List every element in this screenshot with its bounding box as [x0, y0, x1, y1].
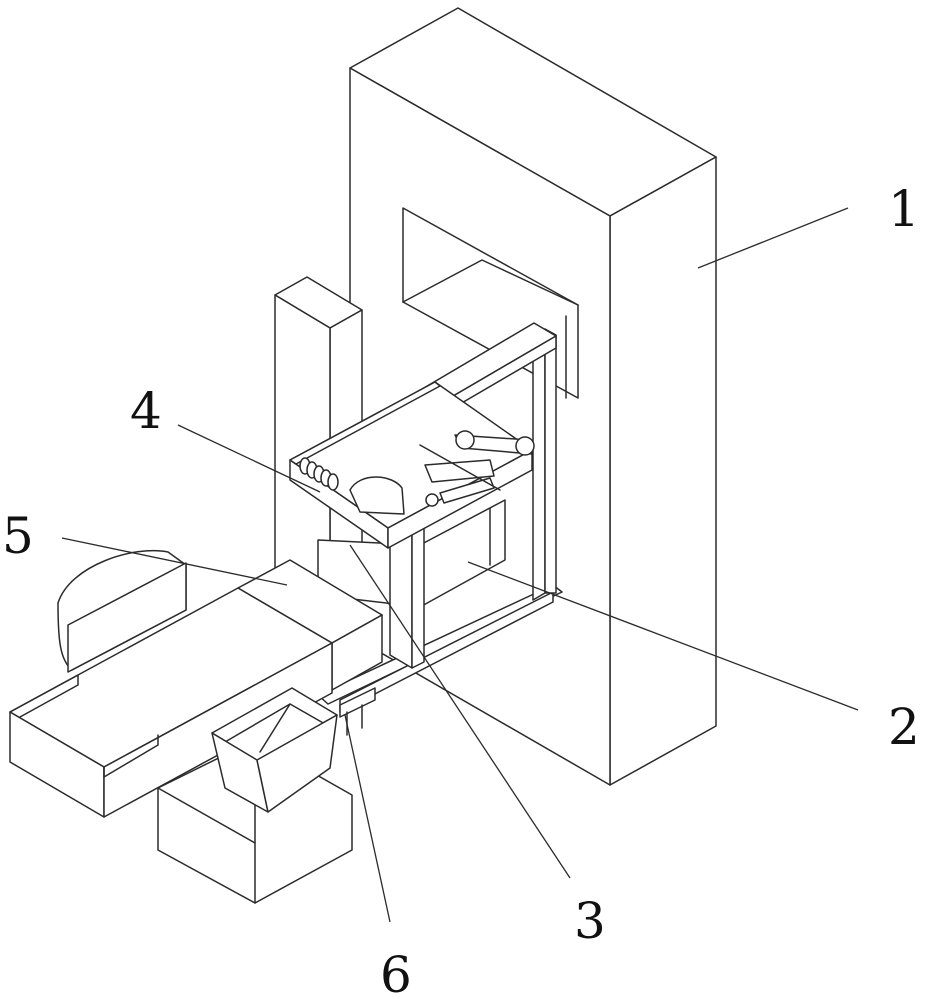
- leader-5: [61, 537, 288, 586]
- sliding-tray: [289, 381, 535, 549]
- leader-6: [344, 714, 391, 923]
- leader-lines: [61, 207, 859, 923]
- number-labels: 1 2 3 4 5 6: [2, 180, 920, 1000]
- label-5: 5: [2, 507, 34, 565]
- leader-4: [177, 424, 321, 493]
- label-6: 6: [380, 946, 412, 1000]
- leader-1: [697, 207, 849, 269]
- leader-3: [349, 544, 571, 879]
- label-3: 3: [574, 892, 606, 950]
- label-4: 4: [130, 382, 162, 440]
- label-1: 1: [888, 180, 920, 238]
- waste-bin: [211, 687, 376, 813]
- label-2: 2: [888, 698, 920, 756]
- spring: [299, 457, 339, 491]
- linkage: [419, 430, 535, 507]
- leader-2: [467, 561, 859, 711]
